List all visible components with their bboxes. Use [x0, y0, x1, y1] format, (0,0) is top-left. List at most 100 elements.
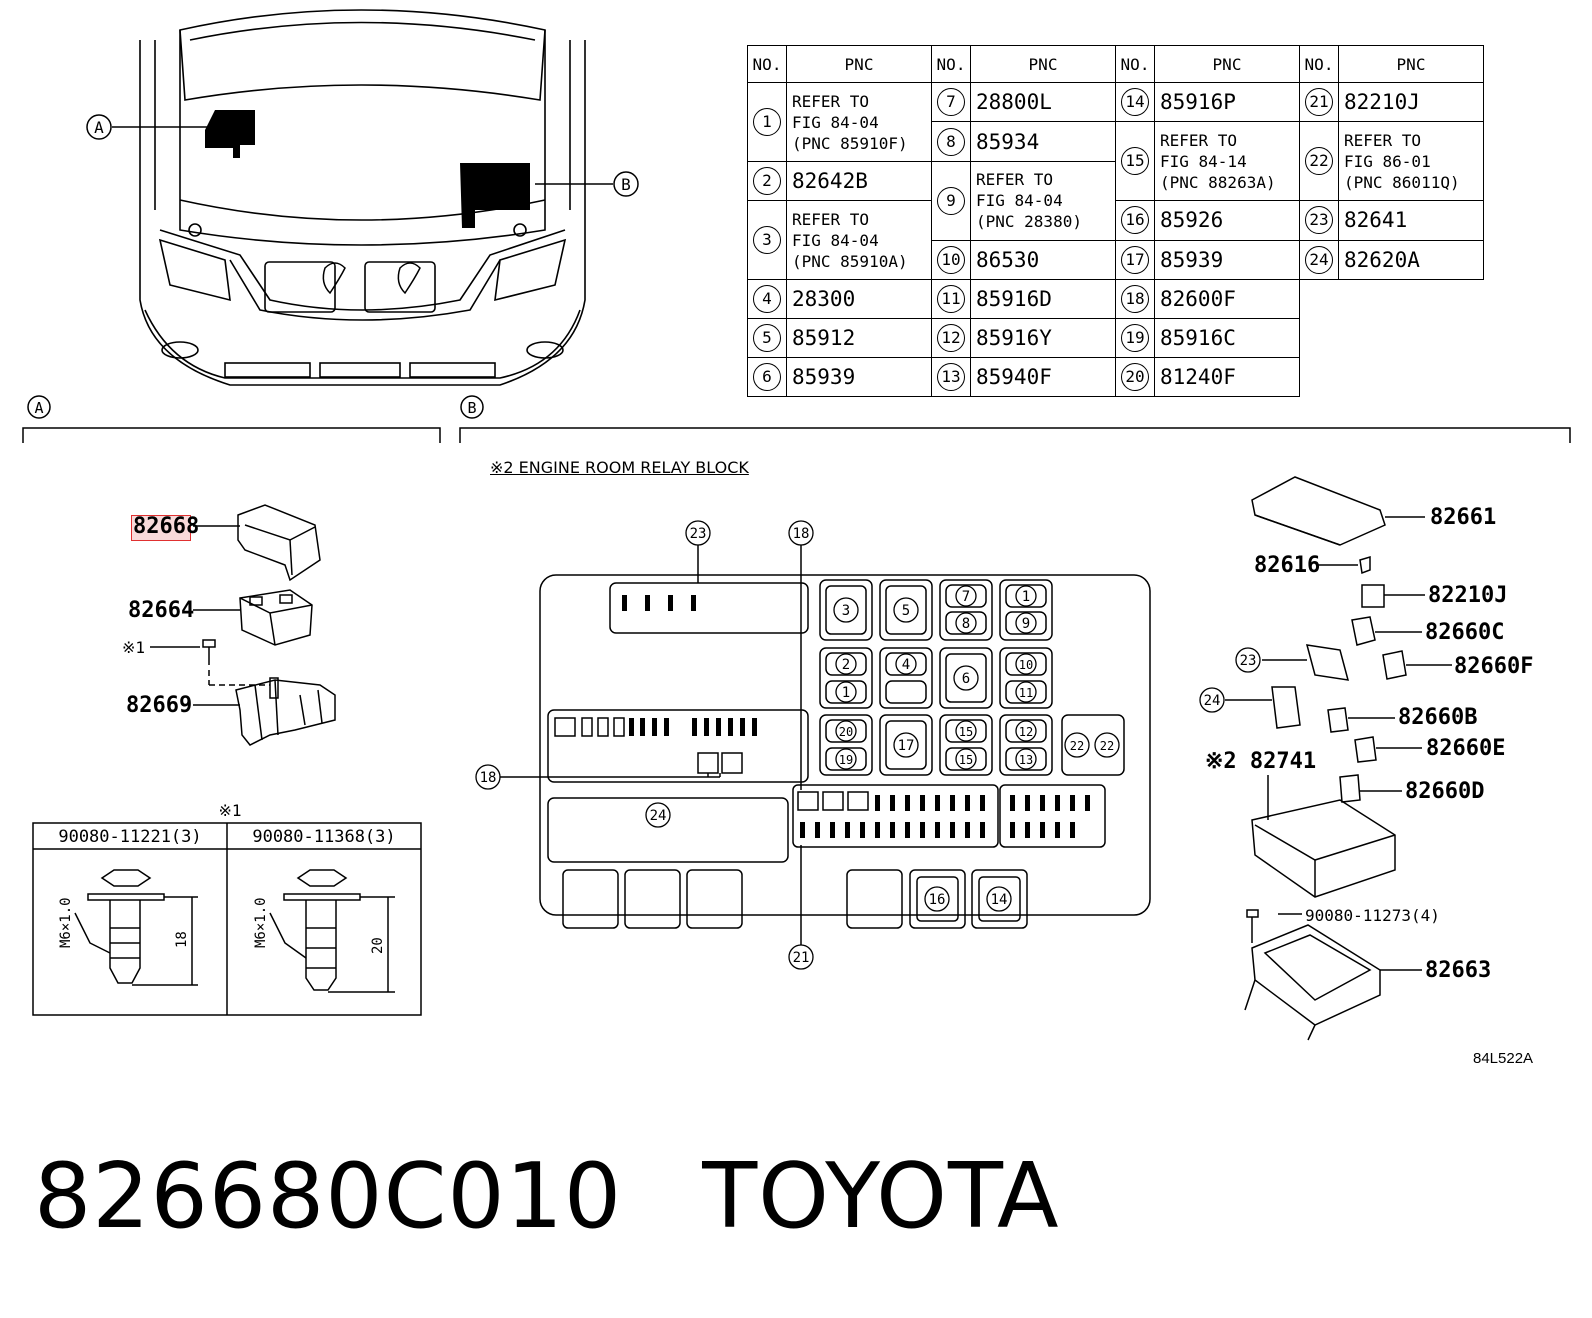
- relay-callout-23: 23: [690, 526, 707, 542]
- row-pnc: 82600F: [1154, 279, 1300, 319]
- bolt-right-length: 20: [370, 937, 386, 954]
- row-number: 12: [937, 324, 965, 352]
- relay-slot: 4: [902, 657, 910, 673]
- row-pnc: REFER TO FIG 84-04 (PNC 85910A): [786, 200, 932, 280]
- relay-slot: 9: [1022, 616, 1030, 632]
- row-number: 17: [1121, 245, 1149, 274]
- relay-slot: 15: [959, 725, 973, 739]
- row-pnc: 85940F: [970, 357, 1116, 397]
- row-number: 13: [937, 363, 965, 391]
- row-pnc: 85926: [1154, 200, 1300, 241]
- header-pnc: PNC: [1338, 45, 1484, 83]
- row-number: 8: [937, 127, 965, 156]
- pnc-table: NO. PNC NO. PNC NO. PNC NO. PNC 1 REFER …: [747, 45, 1484, 397]
- header-no: NO.: [1115, 45, 1155, 83]
- relay-slot: 8: [962, 616, 970, 632]
- row-number: 23: [1305, 206, 1333, 235]
- table-header-row: NO. PNC NO. PNC NO. PNC NO. PNC: [747, 45, 1484, 83]
- relay-slot: 14: [991, 892, 1008, 908]
- part-82661-label: 82661: [1430, 505, 1496, 530]
- relay-slot: 17: [898, 738, 915, 754]
- part-82210J-label: 82210J: [1428, 583, 1507, 608]
- row-number: 21: [1305, 88, 1333, 116]
- vehicle-front-drawing: A B: [86, 9, 639, 386]
- part-bolt-label: 90080-11273(4): [1305, 906, 1440, 925]
- row-pnc: 82620A: [1338, 239, 1484, 280]
- note-star-1-label: ※1: [122, 638, 145, 657]
- relay-slot: 13: [1019, 753, 1033, 767]
- part-82668-label: 82668: [133, 514, 199, 539]
- bolt-left-part: 90080-11221(3): [58, 827, 201, 847]
- relay-slot: 19: [839, 753, 853, 767]
- relay-slot: 10: [1019, 658, 1033, 672]
- section-a-label: A: [34, 399, 43, 417]
- relay-slot: 7: [962, 589, 970, 605]
- row-number: 15: [1121, 147, 1149, 175]
- row-pnc: 85912: [786, 318, 932, 358]
- row-pnc: 82210J: [1338, 82, 1484, 122]
- part-82664-label: 82664: [128, 598, 194, 623]
- row-number: 11: [937, 285, 965, 313]
- row-pnc: REFER TO FIG 86-01 (PNC 86011Q): [1338, 121, 1484, 201]
- callout-a: A: [94, 118, 104, 137]
- section-a-parts: 82668 82664 ※1 82669: [122, 504, 336, 746]
- row-pnc: 82641: [1338, 200, 1484, 241]
- part-82660C-label: 82660C: [1425, 620, 1504, 645]
- table-row: 8 85934 15 REFER TO FIG 84-14 (PNC 88263…: [748, 121, 1484, 201]
- header-pnc: PNC: [970, 45, 1116, 83]
- table-row: 6 85939 13 85940F 20 81240F: [747, 357, 1484, 397]
- relay-callout-18: 18: [480, 770, 497, 786]
- row-number: 5: [753, 324, 781, 352]
- row-pnc: REFER TO FIG 84-14 (PNC 88263A): [1154, 121, 1300, 201]
- row-pnc: 86530: [970, 239, 1116, 280]
- table-row: 2 82642B 9 REFER TO FIG 84-04 (PNC 28380…: [747, 161, 1484, 241]
- row-number: 1: [753, 108, 781, 136]
- row-pnc: 28800L: [970, 82, 1116, 122]
- header-pnc: PNC: [786, 45, 932, 83]
- row-number: 19: [1121, 324, 1149, 352]
- bolt-box-title: ※1: [218, 801, 241, 820]
- relay-slot: 11: [1019, 686, 1033, 700]
- row-pnc: 28300: [786, 279, 932, 319]
- relay-slot: 1: [842, 685, 850, 701]
- row-number: 4: [753, 285, 781, 313]
- section-b-label: B: [467, 399, 476, 417]
- table-row: 5 85912 12 85916Y 19 85916C: [747, 318, 1484, 358]
- callout-b: B: [621, 175, 631, 194]
- part-23-callout: 23: [1240, 653, 1257, 669]
- part-82669-label: 82669: [126, 693, 192, 718]
- relay-callout-18: 18: [793, 526, 810, 542]
- table-row: 3 REFER TO FIG 84-04 (PNC 85910A) 16 859…: [747, 200, 1484, 280]
- part-82616-label: 82616: [1254, 553, 1320, 578]
- row-number: 6: [753, 363, 781, 391]
- header-no: NO.: [1299, 45, 1339, 83]
- relay-slot: 22: [1070, 739, 1084, 753]
- row-number: 10: [937, 245, 965, 274]
- row-pnc: 85916D: [970, 279, 1116, 319]
- bolt-right-thread: M6×1.0: [253, 897, 269, 948]
- part-82660E-label: 82660E: [1426, 736, 1505, 761]
- section-b-parts: 23 24 82661 82616 82210J 82660C 82660F 8…: [1199, 476, 1533, 1041]
- bolt-detail-box: ※1 90080-11221(3) 90080-11368(3) M6×1.0 …: [32, 801, 422, 1016]
- row-number: 7: [937, 88, 965, 116]
- relay-slot: 22: [1100, 739, 1114, 753]
- relay-block-diagram: 23 18 18 24 21 3 5 7 8 1 9 2 1 4 6 10 11…: [475, 520, 1151, 970]
- bolt-left-thread: M6×1.0: [58, 897, 74, 948]
- row-number: 20: [1121, 363, 1149, 391]
- part-82663-label: 82663: [1425, 958, 1491, 983]
- row-pnc: 85916P: [1154, 82, 1300, 122]
- relay-callout-24: 24: [650, 808, 667, 824]
- row-pnc: 85916C: [1154, 318, 1300, 358]
- part-82741-label: ※2 82741: [1205, 749, 1316, 774]
- relay-slot: 2: [842, 657, 850, 673]
- section-brackets: A B: [22, 395, 1571, 443]
- row-number: 18: [1121, 285, 1149, 313]
- part-82660F-label: 82660F: [1454, 654, 1533, 679]
- relay-block-title: ※2 ENGINE ROOM RELAY BLOCK: [490, 458, 749, 477]
- relay-slot: 5: [902, 603, 910, 619]
- relay-slot: 6: [962, 671, 970, 687]
- part-24-callout: 24: [1204, 693, 1221, 709]
- header-no: NO.: [747, 45, 787, 83]
- row-pnc: 85916Y: [970, 318, 1116, 358]
